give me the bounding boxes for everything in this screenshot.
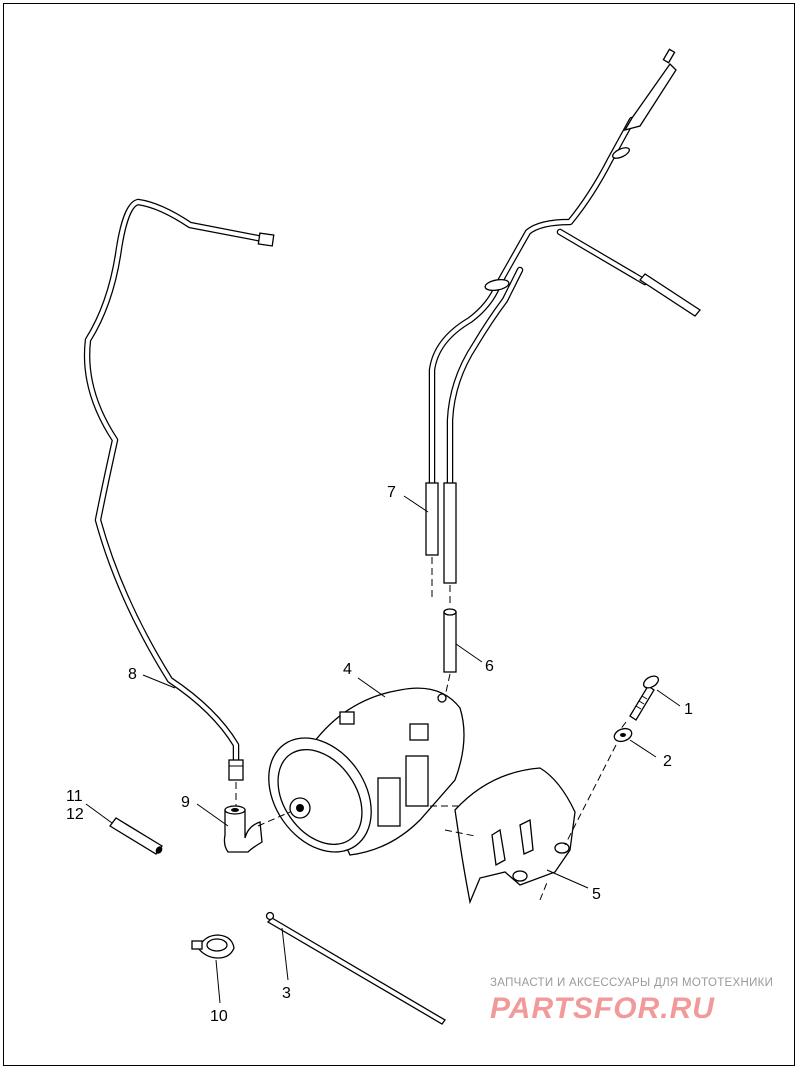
callout-7: 7 xyxy=(387,484,396,501)
leader-6 xyxy=(455,643,483,663)
leader-9 xyxy=(196,803,229,827)
leader-3 xyxy=(281,927,289,981)
leader-dashed-5 xyxy=(539,879,549,901)
callout-11: 11 xyxy=(66,788,83,805)
hose-part-6[interactable] xyxy=(443,608,457,673)
leader-5 xyxy=(546,869,589,889)
callout-1: 1 xyxy=(684,701,693,718)
leader-4 xyxy=(357,677,386,698)
bolt-part-1[interactable] xyxy=(629,674,660,721)
purge-tubes-part-7[interactable] xyxy=(425,48,701,584)
vapor-tube-part-8[interactable] xyxy=(83,198,275,781)
callout-3: 3 xyxy=(282,985,291,1002)
callout-5: 5 xyxy=(592,886,601,903)
leader-dashed-2-5 xyxy=(564,744,617,846)
callout-6: 6 xyxy=(485,658,494,675)
cable-tie-part-3[interactable] xyxy=(265,911,446,1025)
leader-dashed-6 xyxy=(445,673,451,693)
leader-1 xyxy=(656,689,681,707)
clamp-part-10[interactable] xyxy=(191,934,235,959)
washer-part-2[interactable] xyxy=(612,726,633,743)
leader-8 xyxy=(142,674,176,689)
callout-8: 8 xyxy=(128,666,137,683)
canister-part-4[interactable] xyxy=(248,687,465,871)
leader-2 xyxy=(629,739,657,758)
callout-4: 4 xyxy=(343,661,352,678)
watermark-tagline: ЗАПЧАСТИ И АКСЕССУАРЫ ДЛЯ МОТОТЕХНИКИ xyxy=(490,977,774,989)
leader-dashed-4-5b xyxy=(444,829,476,837)
leader-dashed-9-4 xyxy=(257,811,291,827)
callout-9: 9 xyxy=(181,794,190,811)
elbow-part-9[interactable] xyxy=(223,805,263,853)
hose-part-11-12[interactable] xyxy=(109,817,164,855)
leader-7 xyxy=(403,495,429,513)
watermark-logo: PARTSFOR.RU xyxy=(490,992,715,1025)
leader-11-12 xyxy=(85,803,113,824)
callout-10: 10 xyxy=(210,1008,228,1025)
leader-10 xyxy=(215,959,221,1004)
callout-2: 2 xyxy=(663,753,672,770)
diagram-frame xyxy=(3,3,795,1066)
bracket-part-5[interactable] xyxy=(454,767,576,905)
leader-dashed-1-2 xyxy=(619,721,627,731)
callout-12: 12 xyxy=(66,806,84,823)
